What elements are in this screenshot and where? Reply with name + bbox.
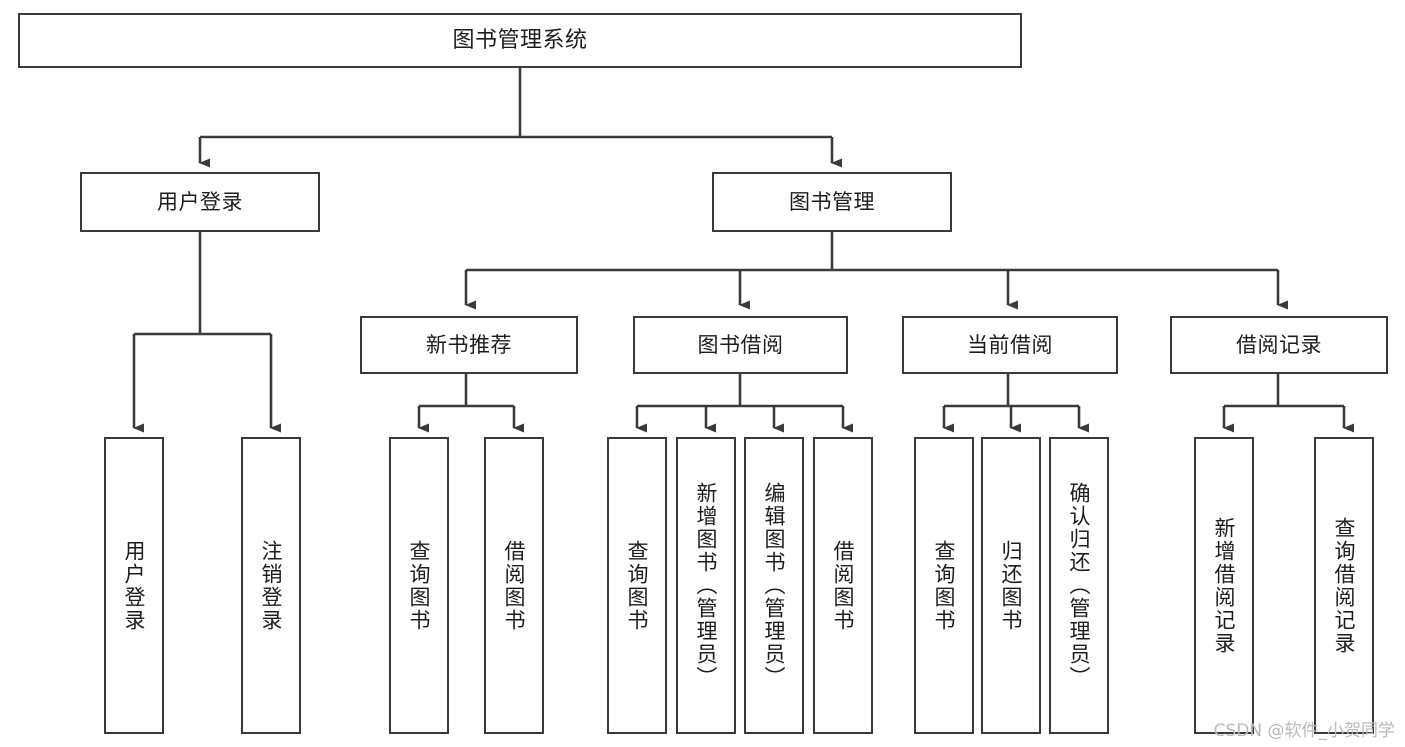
leaf-borrow-record-add[interactable]: 新增借阅记录 [1194,437,1254,734]
node-current-borrow[interactable]: 当前借阅 [902,316,1118,374]
node-label: 确认归还（管理员） [1067,482,1092,689]
node-label: 查询图书 [625,539,650,632]
leaf-current-borrow-confirm-return[interactable]: 确认归还（管理员） [1049,437,1109,734]
node-label: 图书管理系统 [452,27,588,53]
leaf-current-borrow-query[interactable]: 查询图书 [914,437,974,734]
node-label: 图书管理 [789,189,875,214]
node-label: 图书借阅 [697,332,784,357]
node-label: 借阅图书 [831,539,856,632]
node-label: 归还图书 [999,539,1024,632]
node-root-system[interactable]: 图书管理系统 [18,13,1022,68]
node-label: 新增图书（管理员） [694,482,719,689]
node-label: 查询借阅记录 [1332,516,1357,655]
node-book-management[interactable]: 图书管理 [712,172,952,232]
node-label: 查询图书 [407,539,432,632]
leaf-book-borrow-add[interactable]: 新增图书（管理员） [676,437,736,734]
node-label: 借阅图书 [502,539,527,632]
node-borrow-record[interactable]: 借阅记录 [1170,316,1388,374]
node-new-book-recommend[interactable]: 新书推荐 [360,316,578,374]
leaf-user-login-logout[interactable]: 注销登录 [241,437,301,734]
leaf-new-book-query[interactable]: 查询图书 [389,437,449,734]
node-label: 新增借阅记录 [1212,516,1237,655]
leaf-book-borrow-borrow[interactable]: 借阅图书 [813,437,873,734]
node-user-login[interactable]: 用户登录 [80,172,320,232]
csdn-watermark: CSDN @软件_小贺同学 [1213,721,1395,741]
node-book-borrow[interactable]: 图书借阅 [633,316,848,374]
leaf-borrow-record-query[interactable]: 查询借阅记录 [1314,437,1374,734]
node-label: 注销登录 [259,539,284,632]
node-label: 用户登录 [122,539,147,632]
node-label: 编辑图书（管理员） [762,482,787,689]
node-label: 新书推荐 [426,332,512,357]
leaf-user-login-login[interactable]: 用户登录 [104,437,164,734]
node-label: 当前借阅 [967,332,1053,357]
leaf-current-borrow-return[interactable]: 归还图书 [981,437,1041,734]
leaf-new-book-borrow[interactable]: 借阅图书 [484,437,544,734]
leaf-book-borrow-query[interactable]: 查询图书 [607,437,667,734]
node-label: 用户登录 [157,189,243,214]
node-label: 借阅记录 [1236,332,1322,357]
node-label: 查询图书 [932,539,957,632]
leaf-book-borrow-edit[interactable]: 编辑图书（管理员） [744,437,804,734]
